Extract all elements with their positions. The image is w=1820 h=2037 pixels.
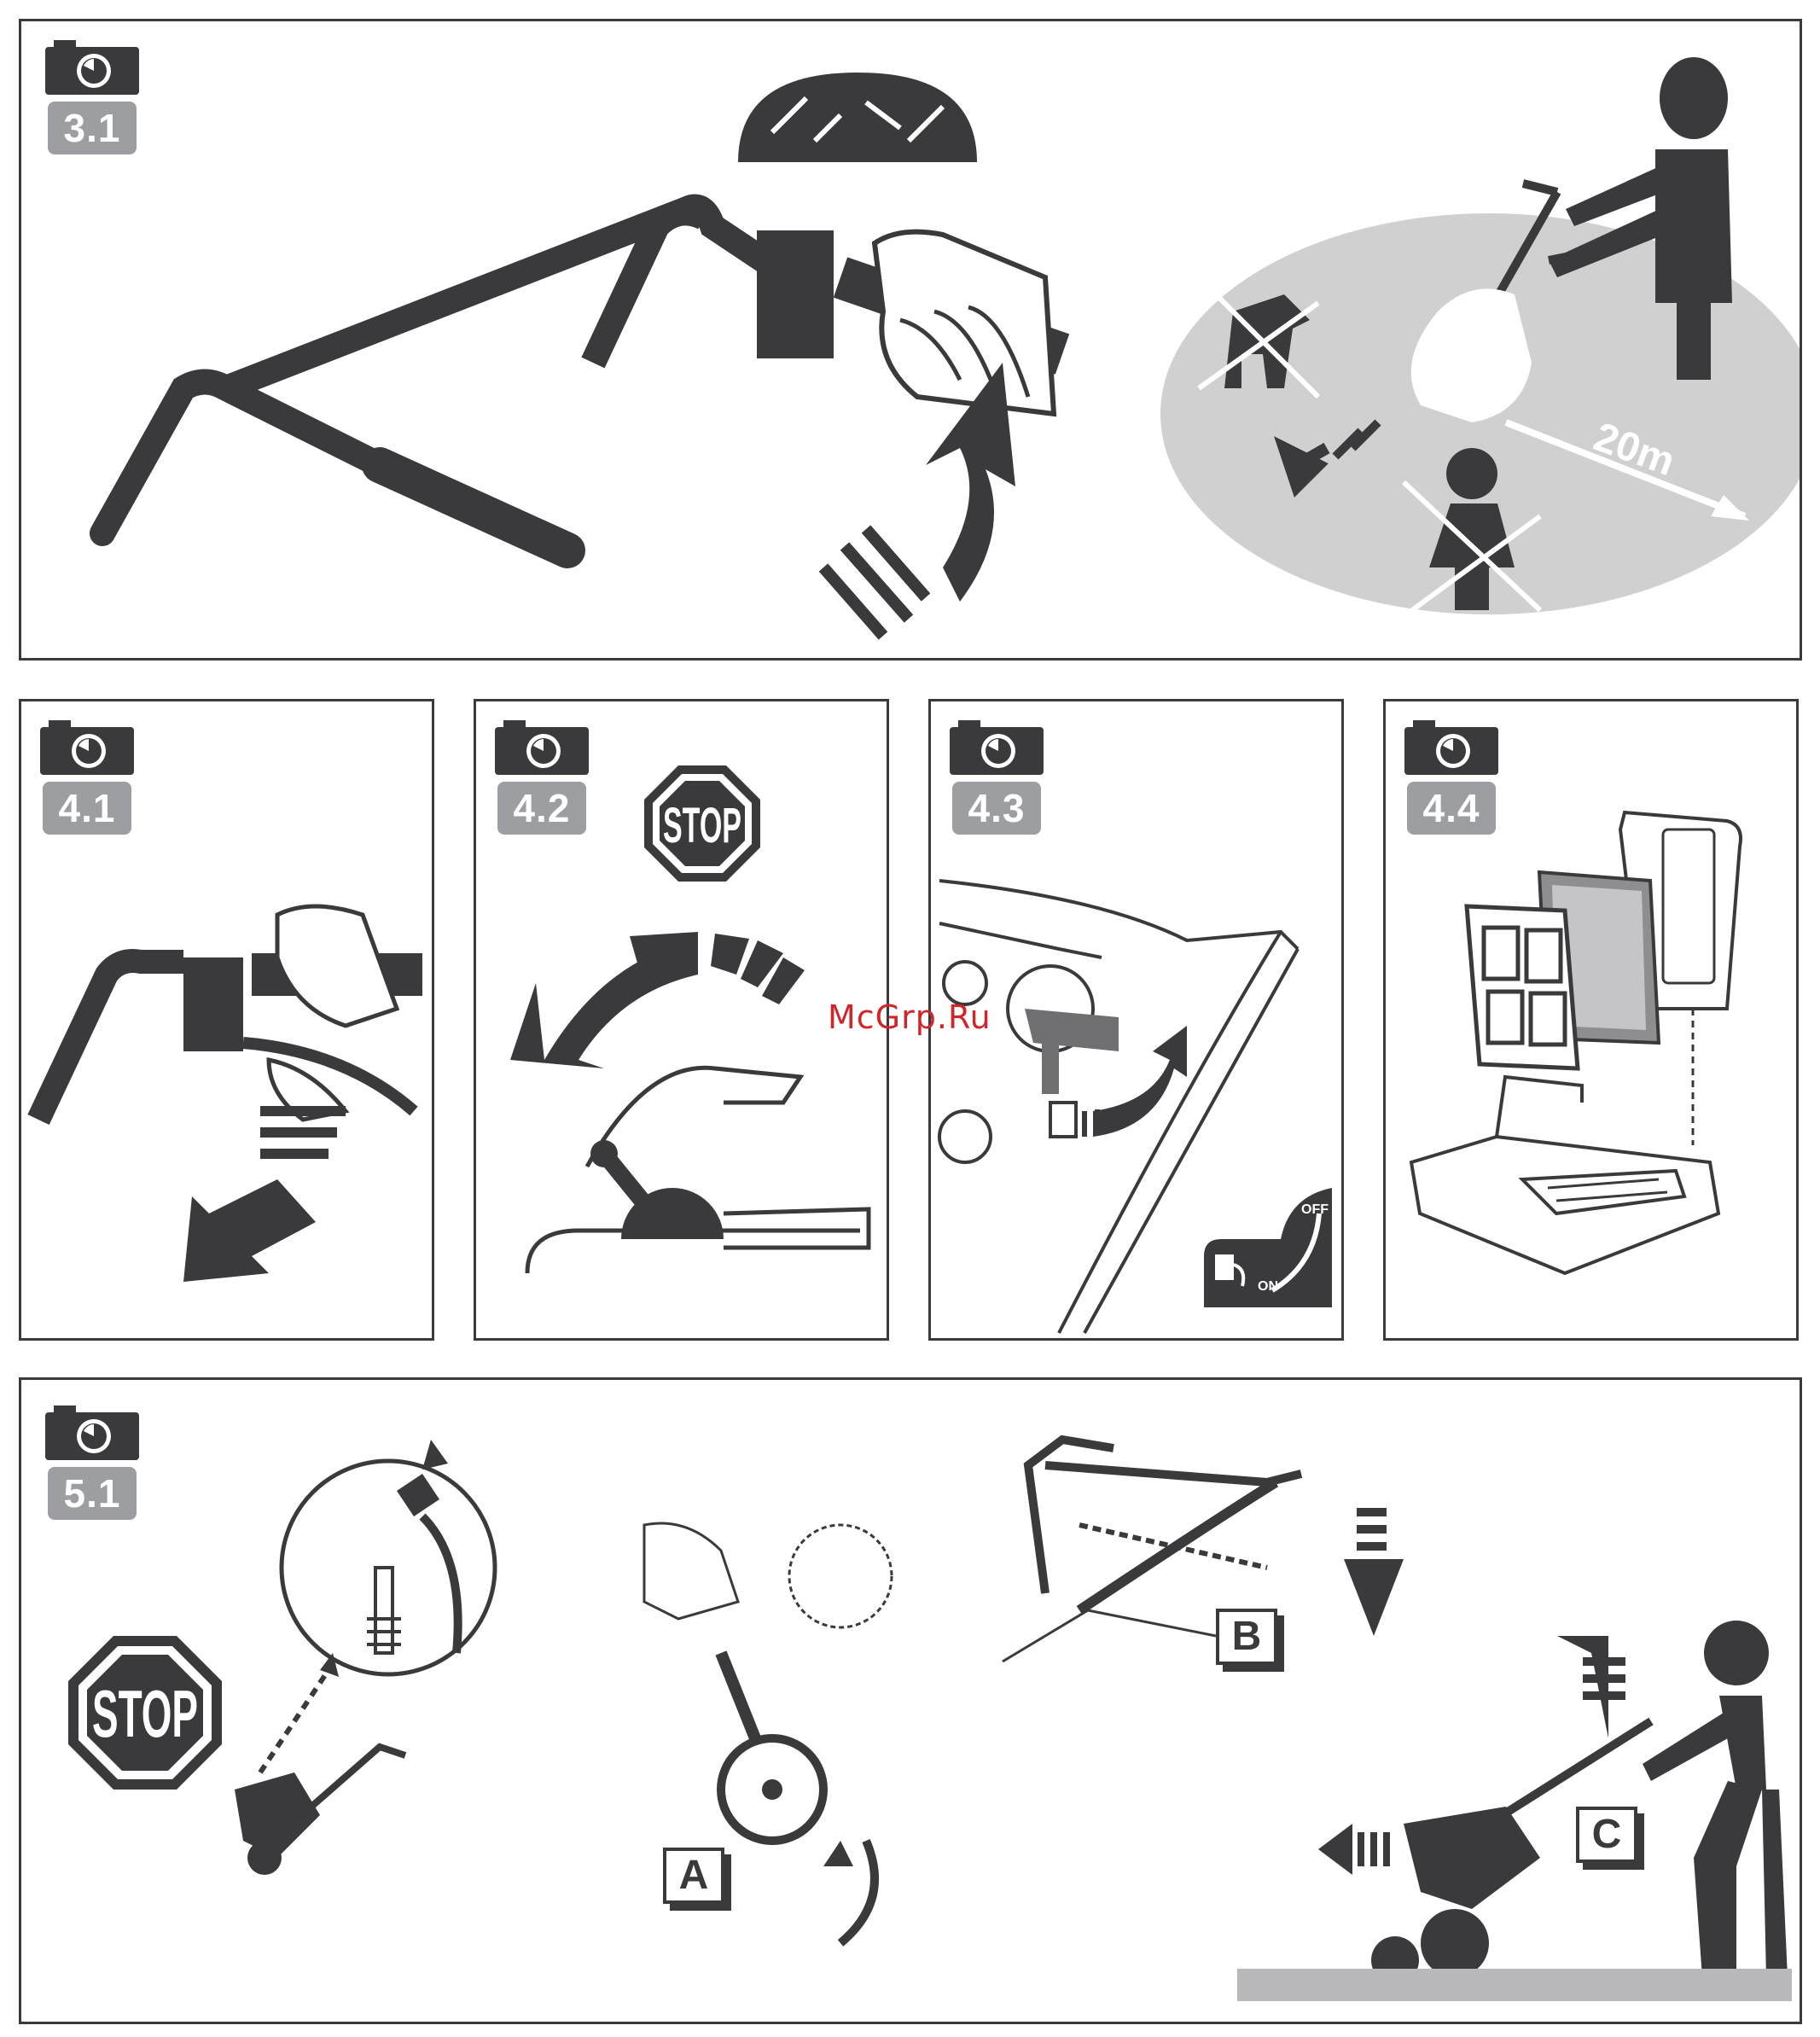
arrow-icon: [1318, 1824, 1352, 1875]
fuel-icon: OFF ON: [1204, 1188, 1332, 1307]
transport-illustration: STOP: [21, 1380, 1802, 2024]
clutch-lever-illustration: [21, 701, 434, 1341]
svg-text:STOP: STOP: [663, 798, 741, 853]
label-b: B: [1216, 1609, 1277, 1665]
label-c: C: [1576, 1807, 1637, 1863]
svg-text:ON: ON: [1258, 1279, 1278, 1294]
label-a: A: [663, 1848, 724, 1904]
panel-5-1: 5.1 STOP: [19, 1377, 1802, 2024]
stop-sign-icon: STOP: [644, 765, 760, 882]
arrow-icon: [183, 1179, 316, 1282]
svg-text:OFF: OFF: [1301, 1202, 1329, 1217]
panel-4-2: 4.2 STOP: [474, 699, 889, 1341]
watermark: McGrp.Ru: [828, 998, 991, 1036]
svg-text:STOP: STOP: [92, 1676, 198, 1751]
person-icon: [1643, 1621, 1788, 1977]
handlebar-illustration: [21, 21, 1131, 661]
stop-sign-icon: STOP: [68, 1636, 222, 1790]
arrow-icon: [422, 1440, 448, 1470]
air-filter-illustration: [1386, 701, 1799, 1341]
panel-4-1: 4.1: [19, 699, 434, 1341]
safety-zone-illustration: 20m: [1114, 21, 1802, 661]
panel-3-1: 3.1: [19, 19, 1802, 661]
fuel-valve-illustration: OFF ON: [931, 701, 1344, 1341]
panel-4-4: 4.4: [1383, 699, 1799, 1341]
arrow-icon: [1344, 1559, 1404, 1636]
